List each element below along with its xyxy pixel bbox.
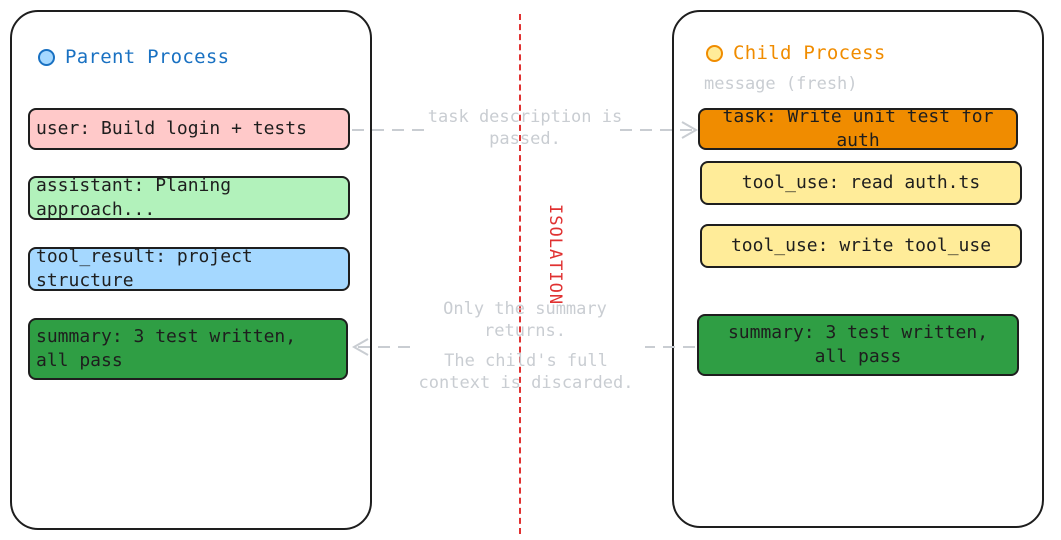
child-card-tool-use-write: tool_use: write tool_use — [700, 224, 1022, 268]
parent-card-user: user: Build login + tests — [28, 108, 350, 150]
child-card-tool-use-read: tool_use: read auth.ts — [700, 161, 1022, 205]
child-process-subtitle: message (fresh) — [704, 74, 858, 94]
child-status-dot-icon — [706, 44, 723, 62]
parent-process-title: Parent Process — [38, 46, 229, 68]
parent-card-user-text: user: Build login + tests — [36, 118, 307, 139]
parent-process-title-text: Parent Process — [65, 46, 230, 68]
parent-card-assistant-text: assistant: Planing approach... — [36, 175, 232, 220]
return-note-line1: Only the summary returns. — [443, 299, 607, 341]
child-card-summary-text: summary: 3 test written, all pass — [727, 322, 989, 367]
parent-card-summary-text: summary: 3 test written, all pass — [36, 326, 297, 371]
child-card-summary: summary: 3 test written, all pass — [697, 314, 1019, 376]
parent-card-summary: summary: 3 test written, all pass — [28, 318, 348, 380]
forward-arrowhead-icon — [681, 121, 699, 139]
parent-status-dot-icon — [38, 48, 55, 66]
child-card-tool-use-write-text: tool_use: write tool_use — [730, 235, 992, 256]
child-process-panel — [672, 10, 1044, 528]
isolation-divider — [519, 14, 521, 534]
child-process-title-text: Child Process — [733, 42, 886, 64]
child-process-title: Child Process — [706, 42, 886, 64]
parent-card-tool-result: tool_result: project structure — [28, 246, 350, 291]
return-note-line2: The child's full context is discarded. — [418, 351, 634, 393]
parent-card-tool-result-text: tool_result: project structure — [36, 246, 253, 291]
child-card-task: task: Write unit test for auth — [698, 106, 1018, 151]
child-card-task-text: task: Write unit test for auth — [722, 106, 994, 151]
child-card-tool-use-read-text: tool_use: read auth.ts — [741, 172, 981, 193]
parent-card-assistant: assistant: Planing approach... — [28, 175, 350, 220]
forward-note: task description is passed. — [427, 107, 623, 149]
return-arrowhead-icon — [351, 338, 369, 356]
